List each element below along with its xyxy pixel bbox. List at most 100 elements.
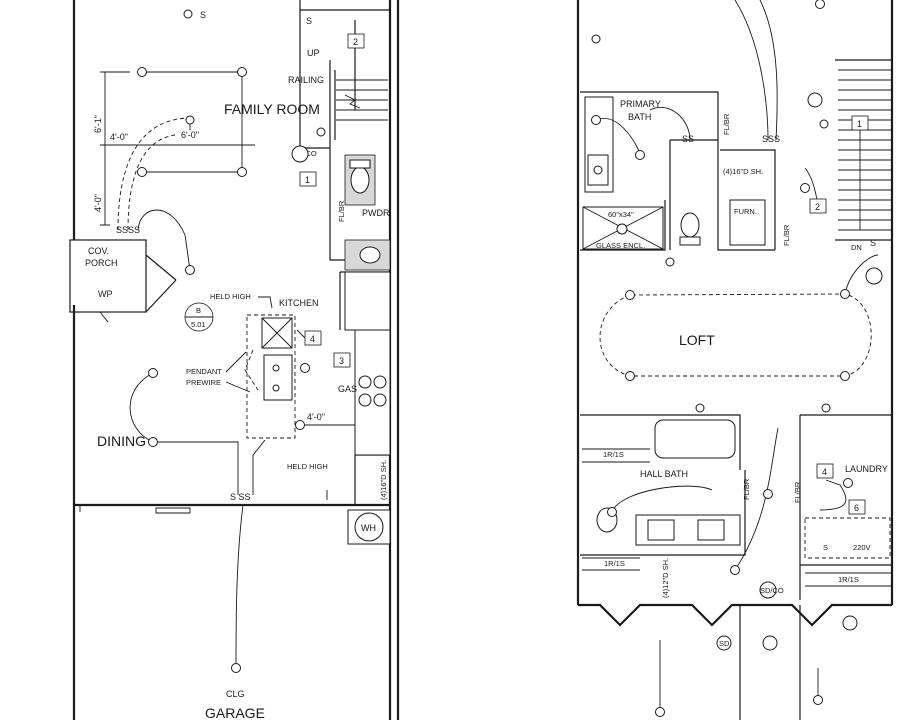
porch-door-swing (145, 254, 177, 313)
ceiling-light (625, 290, 635, 300)
furn-label: FURN. (734, 207, 757, 216)
dining-label: DINING (97, 433, 146, 449)
ground-tag-2: 2 (353, 37, 358, 47)
kitchen-island (246, 314, 296, 439)
ceiling-light (840, 289, 850, 299)
kitchen-upper-counter (344, 271, 391, 331)
tag-box (304, 330, 322, 346)
tag-box (333, 352, 351, 368)
220v-label: 220V (853, 543, 871, 552)
ground-tag-1: 1 (305, 175, 310, 185)
pendant-leaders (225, 351, 251, 393)
ground-tag-4: 4 (310, 334, 315, 344)
glass-encl-label: GLASS ENCL. (596, 241, 645, 250)
pendant-label-2: PREWIRE (186, 378, 221, 387)
ceiling-light (813, 695, 823, 705)
loft-label: LOFT (679, 332, 715, 348)
upper-tag-2: 2 (815, 202, 820, 212)
shower-drain (616, 223, 628, 235)
svg-text:S: S (870, 238, 876, 248)
cov-porch-label-2: PORCH (85, 258, 118, 268)
ceiling-light (300, 363, 310, 373)
ceiling-light (607, 507, 617, 517)
dimension-lines (100, 71, 255, 226)
wh-label: WH (361, 523, 376, 533)
upper-smoke-co-detector (865, 267, 883, 285)
ceiling-light (137, 67, 147, 77)
primary-bath-label-1: PRIMARY (620, 99, 661, 109)
range-burner (358, 393, 372, 407)
fl-br-label-2: FL/BR (782, 224, 791, 246)
hall-bath-label: HALL BATH (640, 469, 688, 479)
dimension-6-1: 6'-1" (93, 115, 103, 133)
shelf-12-label: (4)12"D SH. (661, 558, 670, 598)
upper-tag-4: 4 (822, 467, 827, 477)
ceiling-light (815, 0, 825, 9)
upper-floor-plan: SD/CO SD SSS SS S PRIMARY BATH LOFT HALL… (576, 0, 894, 720)
pendant-label-1: PENDANT (186, 367, 222, 376)
railing-label: RAILING (288, 75, 324, 85)
fl-br-label-4: FL/BR (793, 481, 802, 503)
kitchen-range-counter (354, 329, 391, 456)
toilet-tank (679, 236, 701, 246)
fl-br-label-1: FL/BR (722, 113, 731, 135)
cov-porch-label-1: COV. (88, 246, 109, 256)
svg-text:S: S (306, 16, 312, 26)
shelf-16-label: (4)16"D SH. (723, 167, 763, 176)
bedroom-smoke-detector (716, 635, 732, 651)
shower-size-label: 60"x34" (608, 210, 634, 219)
ceiling-light (695, 403, 705, 413)
ceiling-light (295, 420, 305, 430)
range-burner (373, 375, 387, 389)
ceiling-light (800, 183, 810, 193)
ceiling-light (591, 34, 601, 44)
ceiling-light (591, 115, 601, 125)
ceiling-light (821, 403, 831, 413)
tag-box (851, 115, 869, 131)
upper-switches: SSS SS S (682, 134, 876, 248)
pwdr-sink (359, 246, 381, 264)
s-label: S (823, 543, 828, 552)
svg-text:S SS: S SS (230, 492, 251, 502)
fan-box (185, 115, 195, 125)
ceiling-light (840, 371, 850, 381)
fl-br-label-3: FL/BR (742, 478, 751, 500)
1r1s-label-1: 1R/1S (603, 450, 624, 459)
ground-stair (334, 20, 388, 140)
ceiling-light (148, 437, 158, 447)
upper-wiring (595, 0, 879, 712)
ceiling-light (316, 127, 326, 137)
ground-floor-plan: SSSS S SS S S FAMILY ROOM KITCHEN DINING… (69, 0, 400, 720)
hall-tub (654, 419, 736, 459)
primary-bath-label-2: BATH (628, 112, 651, 122)
kitchen-label: KITCHEN (279, 298, 319, 308)
primary-toilet (680, 212, 700, 238)
up-label: UP (307, 48, 320, 58)
ceiling-light (763, 489, 773, 499)
detail-sheet: 5.01 (191, 320, 206, 329)
island-sink (263, 354, 293, 401)
dimension-4-0-a: 4'-0" (110, 132, 128, 142)
hall-sd-co-label: SD/CO (760, 586, 784, 595)
ground-switches: SSSS S SS S S (116, 10, 312, 502)
wp-label: WP (98, 289, 113, 299)
bedroom-smoke-detector (842, 615, 858, 631)
range-burner (358, 375, 372, 389)
pwdr-toilet (350, 166, 370, 194)
pwdr-fl-br-label: FL/BR (337, 200, 346, 222)
1r1s-label-3: 1R/1S (838, 575, 859, 584)
svg-text:S: S (200, 10, 206, 20)
sink-drain (272, 384, 280, 392)
pwdr-label: PWDR (362, 208, 390, 218)
family-room-label: FAMILY ROOM (224, 101, 320, 117)
ceiling-light (185, 265, 195, 275)
ceiling-light (183, 9, 193, 19)
ceiling-light (625, 371, 635, 381)
pwdr-toilet-tank (349, 159, 371, 169)
closet-shelves (582, 448, 892, 587)
ground-tag-3: 3 (339, 356, 344, 366)
dimension-6-0: 6'-0" (181, 130, 199, 140)
garage-threshold (79, 505, 191, 514)
garage-label: GARAGE (205, 705, 265, 720)
gas-label: GAS (338, 384, 357, 394)
